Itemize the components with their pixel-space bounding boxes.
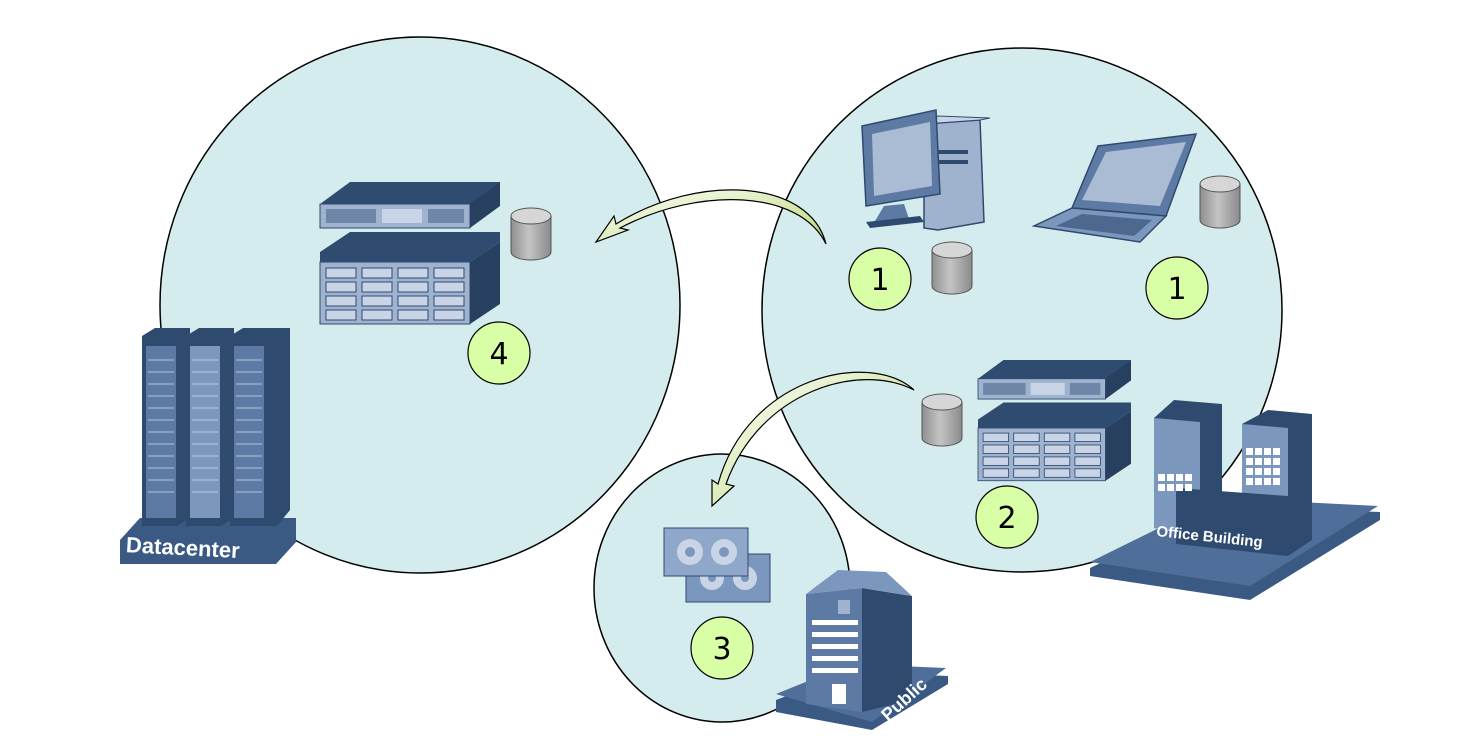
step-badge-1: 1 xyxy=(1145,256,1209,320)
step-number: 1 xyxy=(1167,272,1186,307)
datacenter-label: Datacenter xyxy=(125,532,240,563)
office-building-icon: Office Building xyxy=(1090,400,1380,600)
step-badge-2: 2 xyxy=(975,485,1039,549)
step-badge-1: 1 xyxy=(848,247,912,311)
tape-backup-icon xyxy=(663,527,771,603)
step-badge-3: 3 xyxy=(690,616,754,680)
storage-array-icon xyxy=(982,432,1101,478)
step-number: 2 xyxy=(997,501,1016,536)
disk-icon xyxy=(931,241,973,295)
datacenter-rack-icon: Datacenter xyxy=(120,328,296,564)
step-number: 1 xyxy=(870,263,889,298)
step-badge-4: 4 xyxy=(467,321,531,385)
disk-icon xyxy=(510,207,552,261)
disk-icon xyxy=(1199,175,1241,229)
laptop-icon xyxy=(1031,133,1198,243)
disk-icon xyxy=(921,393,963,447)
desktop-computer-icon xyxy=(861,109,991,231)
curved-arrow-icon xyxy=(711,371,915,508)
storage-array-icon xyxy=(325,267,465,321)
step-number: 3 xyxy=(712,632,731,667)
public-building-icon: Public xyxy=(776,570,948,730)
curved-arrow-icon xyxy=(594,189,827,245)
step-number: 4 xyxy=(489,337,508,372)
